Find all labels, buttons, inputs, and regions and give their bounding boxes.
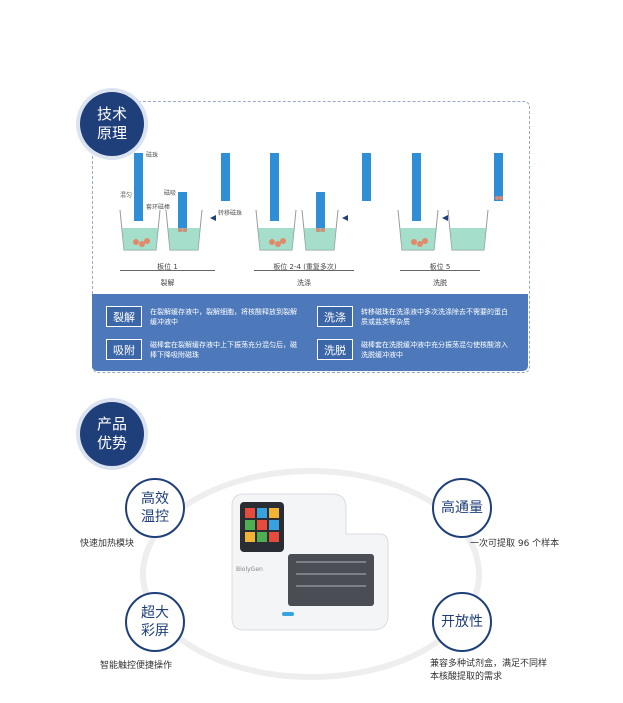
liquid [122,228,158,250]
stage-plate-1: 板位 1 [157,263,178,271]
principle-frame [92,101,530,373]
magnet-rod [221,153,230,201]
step-tag: 洗脱 [317,339,353,360]
advantages-badge: 产品 优势 [80,402,144,466]
step-desc: 在裂解缓存液中，裂解细胞，将核酸释放到裂解缓冲液中 [150,307,297,326]
step-desc: 磁棒套在裂解缓存液中上下振荡充分混匀后，磁棒下降吸附磁珠 [150,340,297,359]
principle-badge-line2: 原理 [96,124,127,142]
label-magnet-rod: 磁珠 [146,152,159,159]
liquid [168,228,200,250]
feature-title-line: 温控 [141,509,169,525]
stage-line [120,270,215,271]
magnet-rod [362,153,371,201]
stage-name-3: 洗脱 [433,279,447,287]
step-desc: 磁棒套在洗脱缓冲液中充分振荡混匀使核酸溶入洗脱缓冲液中 [361,340,508,359]
device-image: BiolyGen [222,488,392,638]
chamber-window [288,554,374,606]
label-magnet-sleeve: 套环磁棒 [146,204,171,211]
magnet-rod [316,192,325,232]
label-magnet-adsorb: 磁吸 [164,190,177,197]
arrow-icon [210,215,216,221]
magnet-rod [494,153,503,201]
stage-line [254,270,354,271]
label-mix: 混匀 [120,192,133,199]
process-diagram: 磁珠 混匀 套环磁棒 磁吸 转移磁珠 [92,140,528,295]
decorative-arc [140,468,482,680]
steps-panel: 裂解 在裂解缓存液中，裂解细胞，将核酸释放到裂解缓冲液中 洗涤 转移磁珠在洗涤液… [92,294,528,371]
feature-title-line: 高通量 [441,500,483,516]
feature-note: 一次可提取 96 个样本 [470,539,560,549]
feature-note: 智能触控便捷操作 [100,661,173,671]
step-tag: 吸附 [106,339,142,360]
feature-high-throughput: 高通量 [432,478,492,538]
stage-line [400,270,480,271]
feature-title-line: 开放性 [441,614,483,630]
liquid [258,228,294,250]
step-desc: 转移磁珠在洗涤液中多次洗涤除去不需要的蛋白质或盐类等杂质 [361,307,508,326]
step-tag: 裂解 [106,306,142,327]
device-brand: BiolyGen [236,566,263,573]
feature-temp-control: 高效 温控 [125,478,185,538]
liquid [304,228,336,250]
principle-badge: 技术 原理 [80,92,144,156]
feature-title-line: 高效 [141,491,169,507]
principle-badge-line1: 技术 [96,105,127,123]
step-adsorb: 吸附 磁棒套在裂解缓存液中上下振荡充分混匀后，磁棒下降吸附磁珠 [106,339,300,360]
feature-large-screen: 超大 彩屏 [125,592,185,652]
step-lysis: 裂解 在裂解缓存液中，裂解细胞，将核酸释放到裂解缓冲液中 [106,306,300,327]
feature-title-line: 彩屏 [141,623,169,639]
advantages-badge-line1: 产品 [96,415,127,433]
magnet-rod [270,153,279,221]
magnet-rod [134,153,143,221]
label-transfer-magnet: 转移磁珠 [218,210,243,217]
stage-plate-2: 板位 2-4 (重复多次) [273,263,337,271]
stage-plate-3: 板位 5 [429,263,451,271]
arrow-icon [442,215,448,221]
advantages-badge-line2: 优势 [96,434,127,452]
step-elution: 洗脱 磁棒套在洗脱缓冲液中充分振荡混匀使核酸溶入洗脱缓冲液中 [317,339,511,360]
arrow-icon [342,215,348,221]
feature-note: 兼容多种试剂盒，满足不同样本核酸提取的需求 [430,659,548,682]
feature-openness: 开放性 [432,592,492,652]
process-illustration [119,153,503,251]
liquid [400,228,436,250]
step-tag: 洗涤 [317,306,353,327]
feature-title-line: 超大 [141,605,169,621]
stage-name-1: 裂解 [160,279,175,287]
step-wash: 洗涤 转移磁珠在洗涤液中多次洗涤除去不需要的蛋白质或盐类等杂质 [317,306,511,327]
liquid [450,228,486,250]
stage-name-2: 洗涤 [297,279,311,287]
feature-note: 快速加热模块 [80,539,135,549]
magnet-rod [412,153,421,221]
magnet-rod [178,192,187,232]
